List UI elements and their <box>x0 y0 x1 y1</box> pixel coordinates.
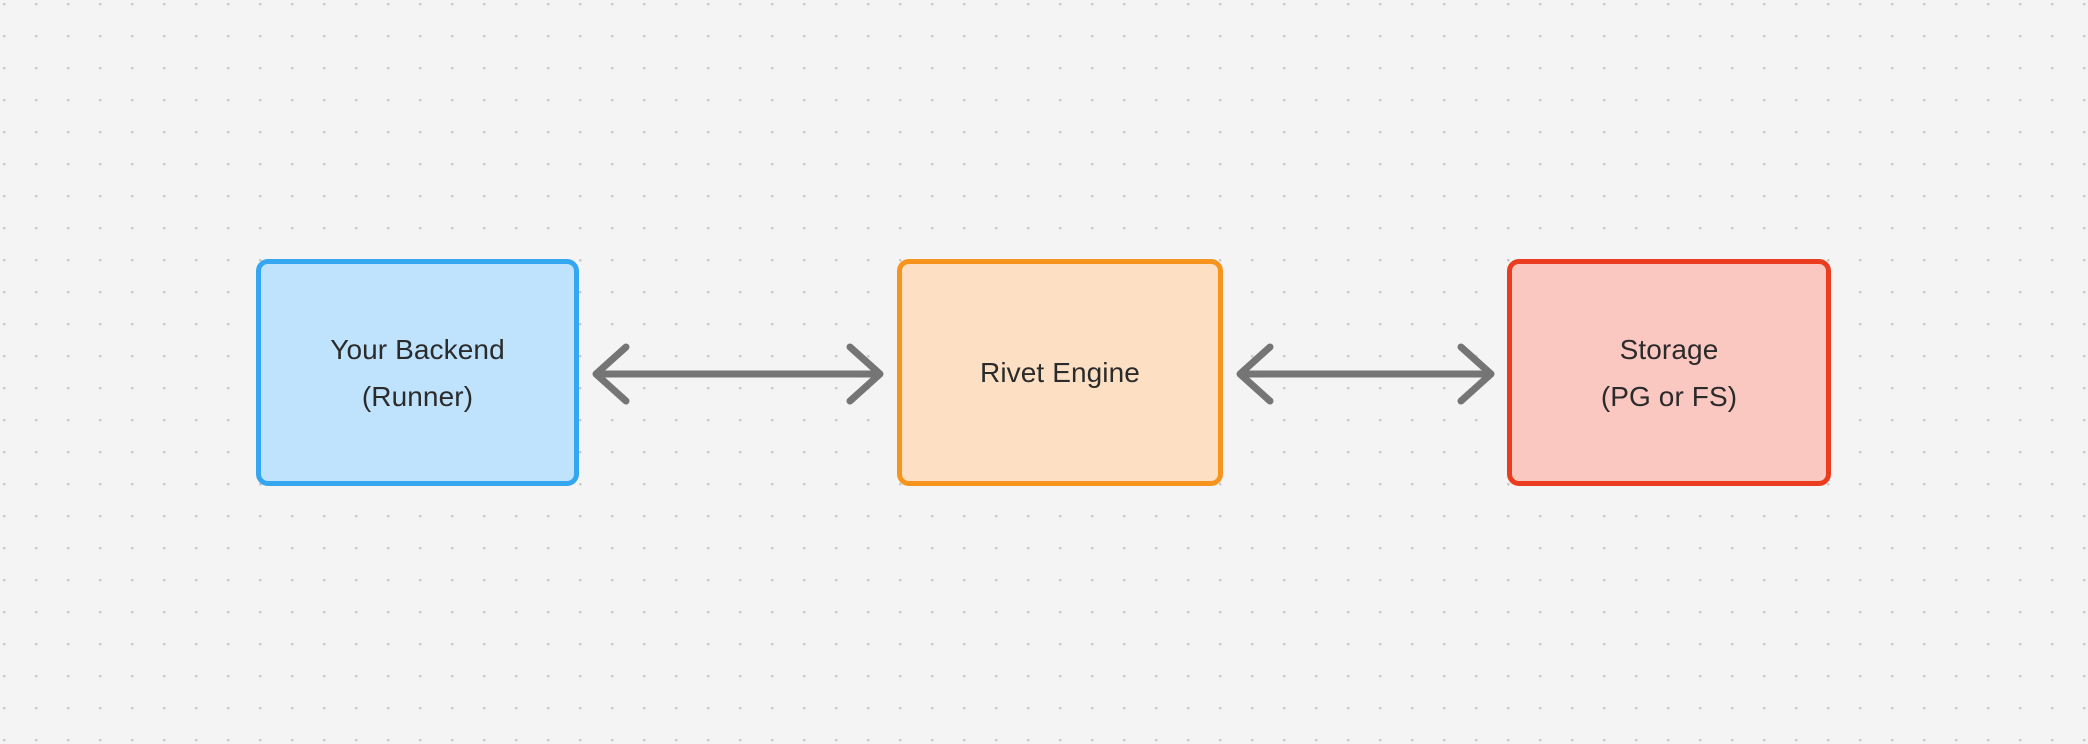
arrowhead-left-icon <box>592 343 630 405</box>
node-rivet-engine-label: Rivet Engine <box>980 357 1140 388</box>
node-storage[interactable]: Storage (PG or FS) <box>1507 259 1831 486</box>
arrowhead-left-icon <box>1236 343 1274 405</box>
edge-backend-engine-arrow <box>592 343 884 405</box>
node-rivet-engine[interactable]: Rivet Engine <box>897 259 1223 486</box>
edge-engine-storage-arrow <box>1236 343 1495 405</box>
edge-backend-engine[interactable] <box>588 339 888 409</box>
arrowhead-right-icon <box>1457 343 1495 405</box>
node-your-backend-label: Your Backend (Runner) <box>330 333 505 412</box>
edge-engine-storage[interactable] <box>1232 339 1499 409</box>
node-your-backend[interactable]: Your Backend (Runner) <box>256 259 579 486</box>
arrowhead-right-icon <box>846 343 884 405</box>
node-storage-label: Storage (PG or FS) <box>1600 333 1738 412</box>
